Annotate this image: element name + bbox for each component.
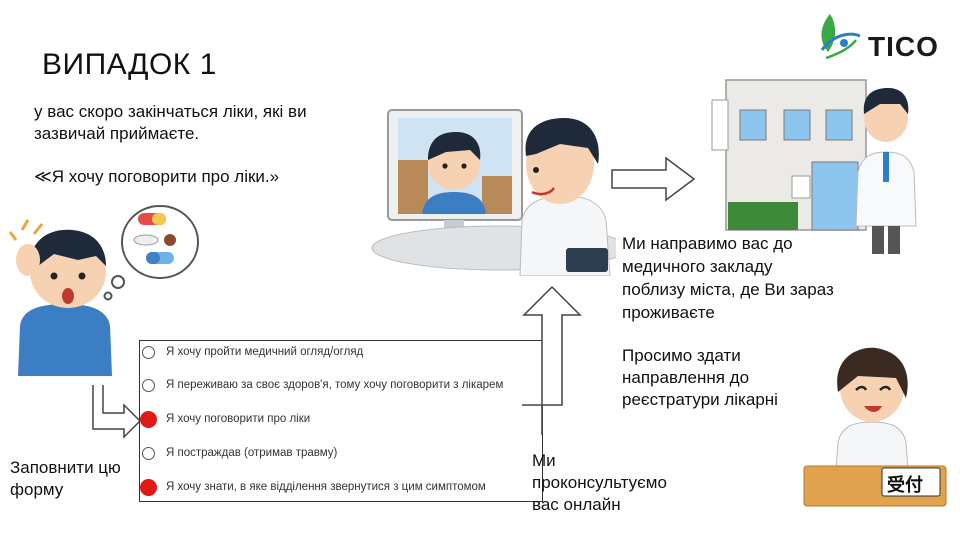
intro-line-2: зазвичай приймаєте. — [34, 124, 200, 143]
form-option-label: Я хочу знати, в яке відділення звернутис… — [166, 481, 486, 493]
radio-button-selected[interactable] — [140, 410, 157, 428]
receptionist-illustration — [803, 347, 947, 507]
consultation-form: Я хочу пройти медичний огляд/огляд Я пер… — [139, 340, 543, 502]
logo-text: TICO — [868, 31, 939, 62]
online-line-1: Ми — [532, 451, 556, 470]
reception-sign: 受付 — [887, 475, 923, 495]
reception-line-1: Просимо здати — [622, 346, 741, 365]
referral-line-4: проживаєте — [622, 303, 715, 322]
intro-line-1: у вас скоро закінчаться ліки, які ви — [34, 102, 307, 121]
tico-logo-icon — [820, 14, 861, 60]
referral-line-3: поблизу міста, де Ви зараз — [622, 280, 834, 299]
form-option-2[interactable]: Я переживаю за своє здоров'я, тому хочу … — [142, 374, 503, 396]
form-option-label: Я хочу поговорити про ліки — [166, 413, 311, 425]
form-option-label: Я хочу пройти медичний огляд/огляд — [166, 346, 364, 358]
referral-line-2: медичного закладу — [622, 257, 773, 276]
radio-button[interactable] — [142, 446, 155, 460]
online-line-3: вас онлайн — [532, 495, 621, 514]
worried-patient-illustration — [8, 205, 199, 376]
arrow-right-icon — [611, 156, 696, 202]
reception-line-3: реєстратури лікарні — [622, 390, 778, 409]
online-doctor-illustration — [371, 109, 616, 276]
radio-button[interactable] — [142, 378, 155, 392]
form-option-1[interactable]: Я хочу пройти медичний огляд/огляд — [142, 341, 363, 363]
form-option-5[interactable]: Я хочу знати, в яке відділення звернутис… — [140, 476, 486, 498]
radio-button-selected[interactable] — [140, 478, 157, 496]
form-label-line-2: форму — [10, 480, 64, 499]
radio-button[interactable] — [142, 345, 155, 359]
form-option-label: Я постраждав (отримав травму) — [166, 447, 338, 459]
page-title: ВИПАДОК 1 — [42, 48, 217, 81]
arrow-into-form-icon — [92, 385, 142, 439]
form-option-3[interactable]: Я хочу поговорити про ліки — [140, 408, 311, 430]
form-option-4[interactable]: Я постраждав (отримав травму) — [142, 442, 337, 464]
form-label-line-1: Заповнити цю — [10, 458, 121, 477]
intro-quote: ≪Я хочу поговорити про ліки.» — [34, 167, 280, 186]
arrow-up-icon — [522, 285, 582, 435]
reception-line-2: направлення до — [622, 368, 750, 387]
online-line-2: проконсультуємо — [532, 473, 667, 492]
referral-line-1: Ми направимо вас до — [622, 234, 793, 253]
hospital-illustration — [711, 79, 917, 254]
form-option-label: Я переживаю за своє здоров'я, тому хочу … — [166, 379, 504, 391]
